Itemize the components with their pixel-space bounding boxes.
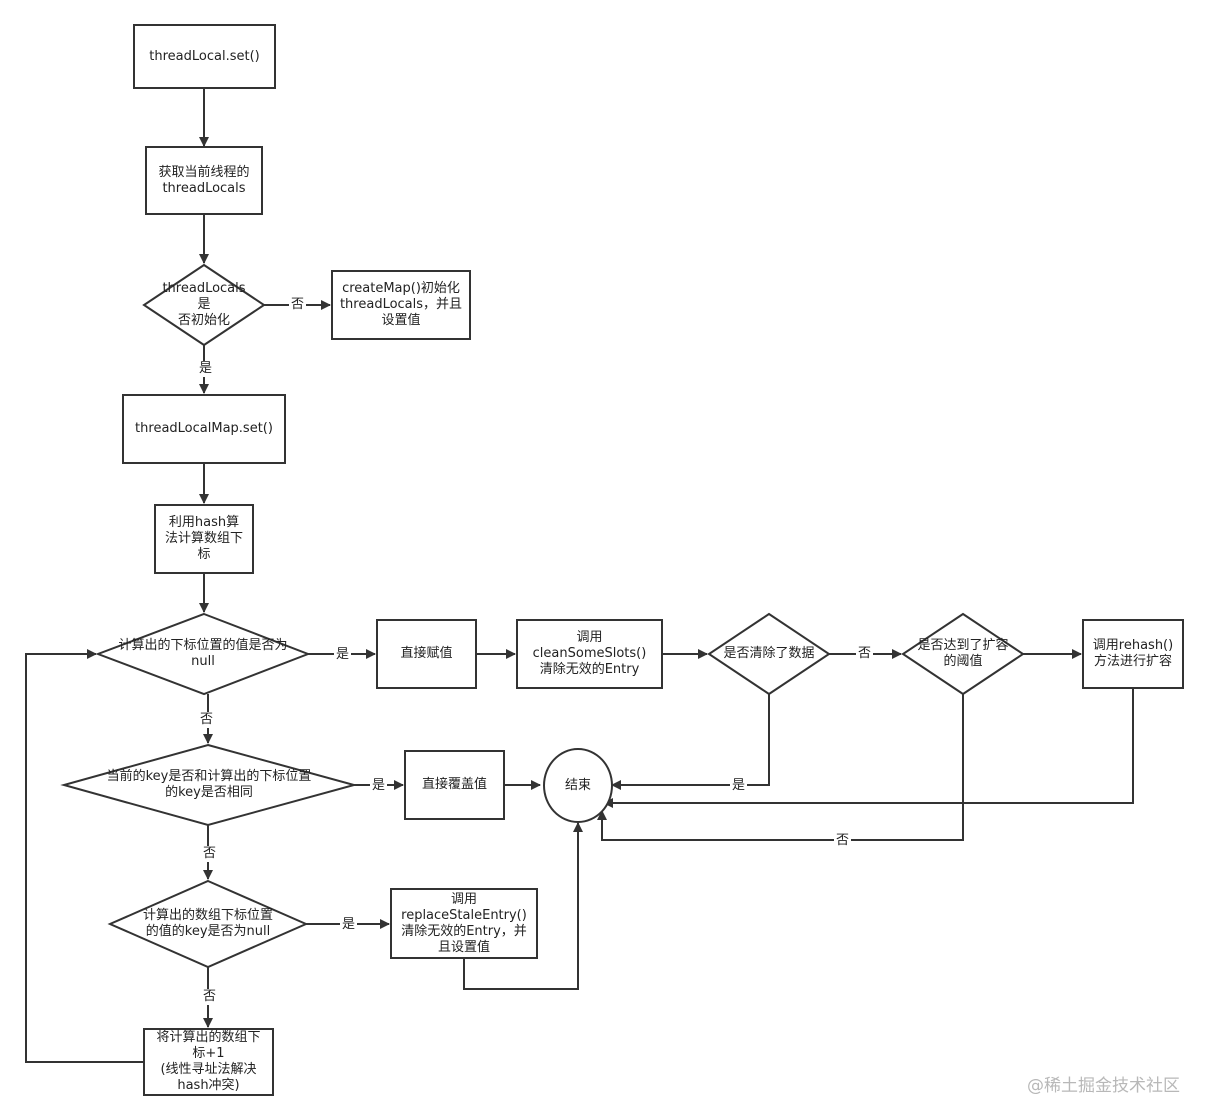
replace-stale-text: 调用 replaceStaleEntry() 清除无效的Entry，并 且设置值 xyxy=(401,891,527,955)
key-null-text: 计算出的数组下标位置 的值的key是否为null xyxy=(142,908,273,939)
end-circle: 结束 xyxy=(543,748,613,823)
key-same-text: 当前的key是否和计算出的下标位置 的key是否相同 xyxy=(106,769,312,800)
label-no-init: 否 xyxy=(289,297,307,313)
clean-slots-box: 调用 cleanSomeSlots() 清除无效的Entry xyxy=(516,619,663,689)
label-no-key-null: 否 xyxy=(201,989,219,1005)
hash-index-box: 利用hash算 法计算数组下 标 xyxy=(154,504,254,574)
hash-index-text: 利用hash算 法计算数组下 标 xyxy=(164,515,243,562)
key-null-node: 计算出的数组下标位置 的值的key是否为null xyxy=(110,881,306,967)
overwrite-box: 直接覆盖值 xyxy=(404,750,505,820)
get-locals-box: 获取当前线程的 threadLocals xyxy=(145,146,263,215)
create-map-text: createMap()初始化 threadLocals，并且 设置值 xyxy=(339,281,463,328)
threshold-text: 是否达到了扩容 的阈值 xyxy=(917,638,1009,669)
cleared-node: 是否清除了数据 xyxy=(700,614,838,694)
overwrite-text: 直接覆盖值 xyxy=(421,777,487,792)
value-null-text: 计算出的下标位置的值是否为 null xyxy=(118,638,288,669)
label-no-cleared: 否 xyxy=(856,646,874,662)
label-yes-init: 是 xyxy=(197,361,215,377)
rehash-box: 调用rehash() 方法进行扩容 xyxy=(1082,619,1184,689)
value-null-diamond xyxy=(95,612,311,696)
label-yes-key-null: 是 xyxy=(340,917,358,933)
label-yes-value-null: 是 xyxy=(334,647,352,663)
cleared-text: 是否清除了数据 xyxy=(723,646,815,661)
next-index-box: 将计算出的数组下 标+1 (线性寻址法解决 hash冲突) xyxy=(143,1028,274,1096)
assign-text: 直接赋值 xyxy=(400,646,453,661)
rehash-text: 调用rehash() 方法进行扩容 xyxy=(1092,638,1174,669)
is-init-node: threadLocals是 否初始化 xyxy=(144,265,264,345)
next-index-text: 将计算出的数组下 标+1 (线性寻址法解决 hash冲突) xyxy=(156,1030,261,1093)
label-no-value-null: 否 xyxy=(198,712,216,728)
label-yes-key-same: 是 xyxy=(370,778,388,794)
value-null-node: 计算出的下标位置的值是否为 null xyxy=(98,614,308,694)
label-no-threshold: 否 xyxy=(834,833,852,849)
create-map-box: createMap()初始化 threadLocals，并且 设置值 xyxy=(331,270,471,340)
map-set-text: threadLocalMap.set() xyxy=(135,421,273,436)
end-text: 结束 xyxy=(564,777,591,793)
start-text: threadLocal.set() xyxy=(149,48,260,64)
get-locals-text: 获取当前线程的 threadLocals xyxy=(158,164,250,196)
start-box: threadLocal.set() xyxy=(133,24,276,89)
is-init-text: threadLocals是 否初始化 xyxy=(162,281,246,328)
label-no-key-same: 否 xyxy=(201,846,219,862)
watermark: @稀土掘金技术社区 xyxy=(1027,1076,1180,1096)
key-same-node: 当前的key是否和计算出的下标位置 的key是否相同 xyxy=(64,745,354,825)
replace-stale-box: 调用 replaceStaleEntry() 清除无效的Entry，并 且设置值 xyxy=(390,888,538,959)
assign-box: 直接赋值 xyxy=(376,619,477,689)
threshold-node: 是否达到了扩容 的阈值 xyxy=(903,614,1023,694)
label-yes-cleared: 是 xyxy=(730,778,748,794)
clean-slots-text: 调用 cleanSomeSlots() 清除无效的Entry xyxy=(532,630,647,677)
map-set-box: threadLocalMap.set() xyxy=(122,394,286,464)
